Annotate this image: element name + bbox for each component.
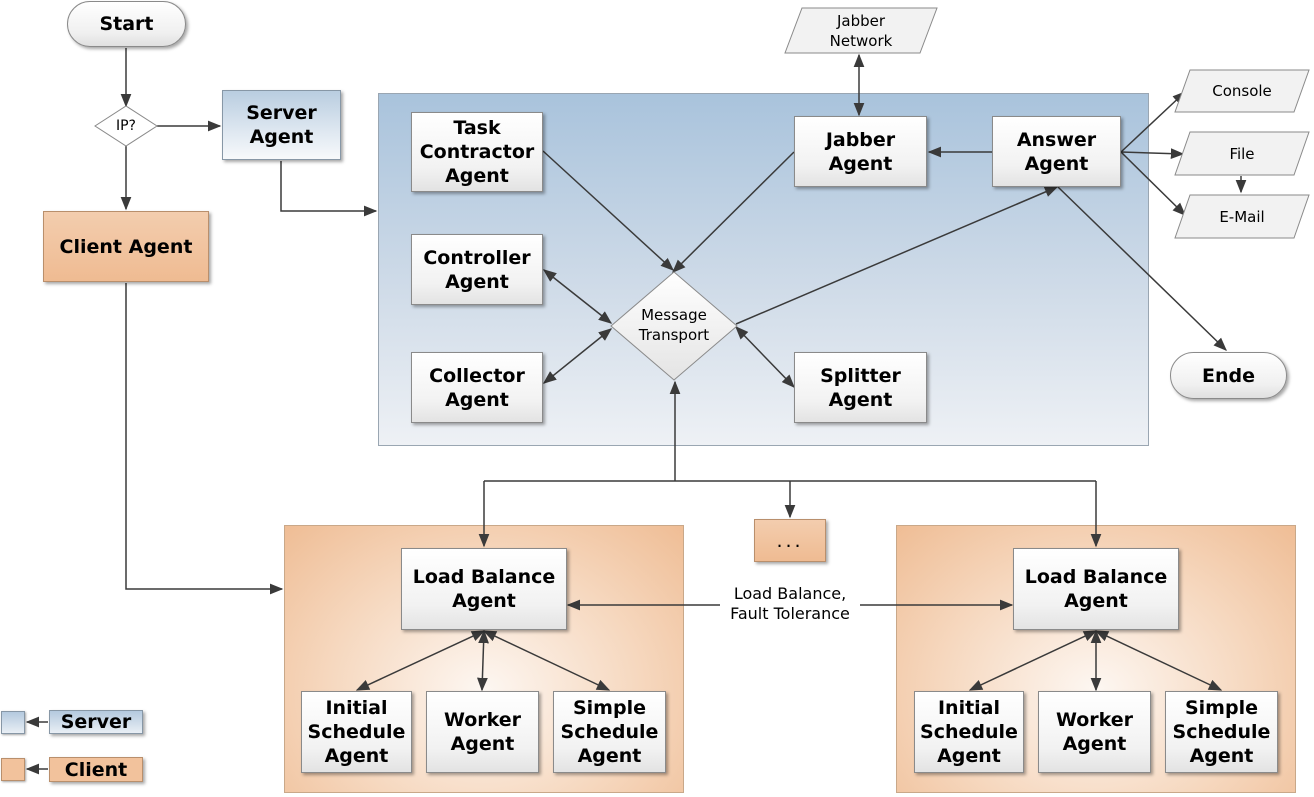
load-balance-agent-2: Load Balance Agent xyxy=(1013,548,1179,630)
legend-client-label: Client xyxy=(49,757,143,782)
load-balance-link-label: Load Balance, Fault Tolerance xyxy=(720,584,860,626)
splitter-agent: Splitter Agent xyxy=(794,352,927,423)
simple-schedule-agent-1: Simple Schedule Agent xyxy=(553,691,666,773)
edge-task-transport xyxy=(542,150,674,271)
more-clients-box: ... xyxy=(754,519,826,562)
file-output-shape xyxy=(1174,131,1310,176)
worker-agent-1: Worker Agent xyxy=(426,691,539,773)
email-output: E-Mail xyxy=(1174,194,1310,239)
edge-splitter-transport xyxy=(735,326,795,388)
decision-label: IP? xyxy=(115,118,136,134)
legend-client-swatch xyxy=(1,758,25,781)
legend-server-swatch xyxy=(1,711,25,734)
edge-lb1-initial xyxy=(355,630,486,691)
edge-lb2-initial xyxy=(968,630,1098,691)
collector-agent: Collector Agent xyxy=(411,352,543,423)
decision-diamond xyxy=(94,105,158,147)
initial-schedule-agent-2: Initial Schedule Agent xyxy=(914,691,1024,773)
end-terminal: Ende xyxy=(1170,352,1287,399)
jabber-network: Jabber Network xyxy=(784,7,938,54)
message-transport-label: Message Transport xyxy=(638,306,710,344)
console-output: Console xyxy=(1174,69,1310,113)
legend-server-label: Server xyxy=(49,710,143,734)
edge-answer-email xyxy=(1120,151,1186,216)
email-output-shape xyxy=(1174,194,1310,239)
load-balance-agent-1: Load Balance Agent xyxy=(401,548,567,630)
task-contractor-agent: Task Contractor Agent xyxy=(411,112,543,192)
simple-schedule-agent-2: Simple Schedule Agent xyxy=(1165,691,1278,773)
end-label: Ende xyxy=(1202,364,1255,387)
client-agent: Client Agent xyxy=(43,211,209,282)
start-label: Start xyxy=(99,13,154,35)
legend-server-text: Server xyxy=(60,711,132,733)
message-transport-diamond xyxy=(610,271,738,381)
edge-answer-ende xyxy=(1057,186,1227,351)
edge-server-region xyxy=(280,161,378,217)
edge-client-region xyxy=(125,283,284,595)
file-label: File xyxy=(1229,144,1255,163)
edge-jabber-transport xyxy=(672,151,795,273)
worker-agent-2: Worker Agent xyxy=(1038,691,1151,773)
edge-answer-console xyxy=(1120,91,1186,153)
edge-lb2-simple xyxy=(1094,630,1223,691)
edge-lb1-worker xyxy=(477,629,489,692)
jabber-network-label: Jabber Network xyxy=(829,11,893,50)
server-agent: Server Agent xyxy=(222,90,341,160)
edge-transport-answer xyxy=(735,186,1059,325)
legend-client-text: Client xyxy=(64,758,128,781)
console-output-shape xyxy=(1174,69,1310,113)
edge-answer-file xyxy=(1120,148,1185,160)
email-label: E-Mail xyxy=(1219,207,1265,226)
controller-agent: Controller Agent xyxy=(411,234,543,305)
edge-lb1-simple xyxy=(482,630,611,691)
file-output: File xyxy=(1174,131,1310,176)
start-terminal: Start xyxy=(67,1,186,47)
edge-controller-transport xyxy=(542,269,613,324)
jabber-agent: Jabber Agent xyxy=(794,116,927,187)
answer-agent: Answer Agent xyxy=(992,116,1121,187)
edge-collector-transport xyxy=(542,328,613,384)
console-label: Console xyxy=(1212,82,1272,100)
initial-schedule-agent-1: Initial Schedule Agent xyxy=(301,691,412,773)
jabber-network-shape xyxy=(784,7,938,54)
